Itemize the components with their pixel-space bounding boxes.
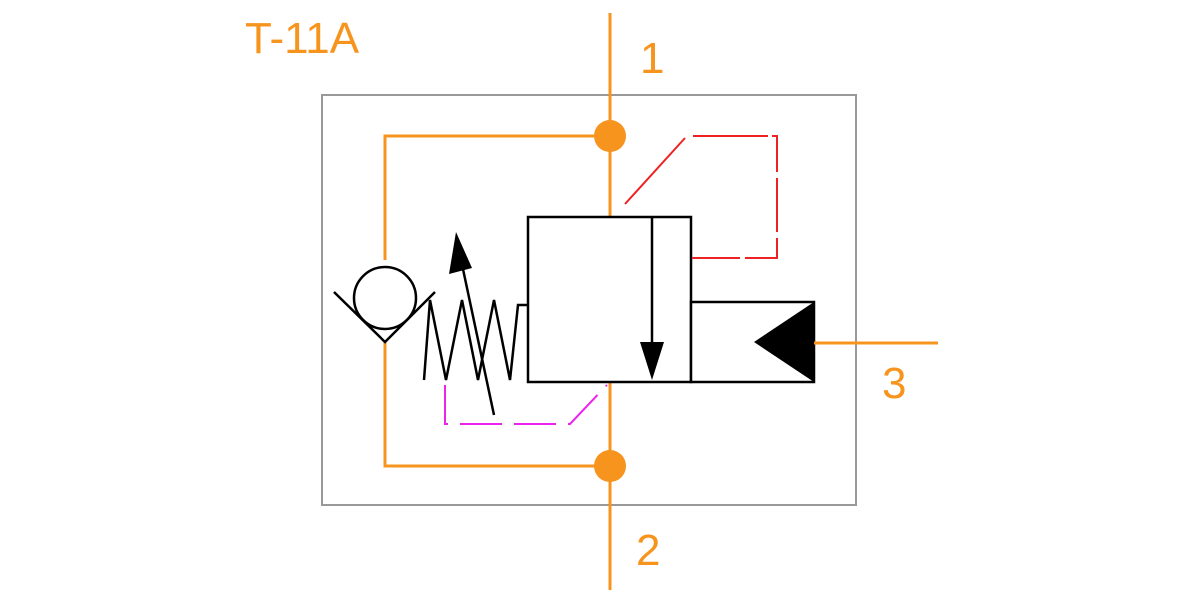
junction-dot-top (594, 120, 626, 152)
valve-housing (321, 94, 857, 506)
port-3-label: 3 (882, 359, 906, 408)
valve-model-label: T-11A (245, 14, 360, 63)
pilot-line (624, 134, 779, 260)
actuator-triangle-icon (754, 302, 814, 382)
flow-arrow-icon (640, 217, 664, 380)
junction-dot-bottom (594, 450, 626, 482)
port-2-label: 2 (636, 526, 660, 575)
spring-icon (422, 299, 528, 381)
drain-line (444, 384, 608, 425)
adjustable-arrow-icon (449, 232, 496, 416)
check-valve-icon (333, 260, 436, 344)
valve-body (526, 215, 693, 384)
port-1-label: 1 (640, 34, 664, 83)
